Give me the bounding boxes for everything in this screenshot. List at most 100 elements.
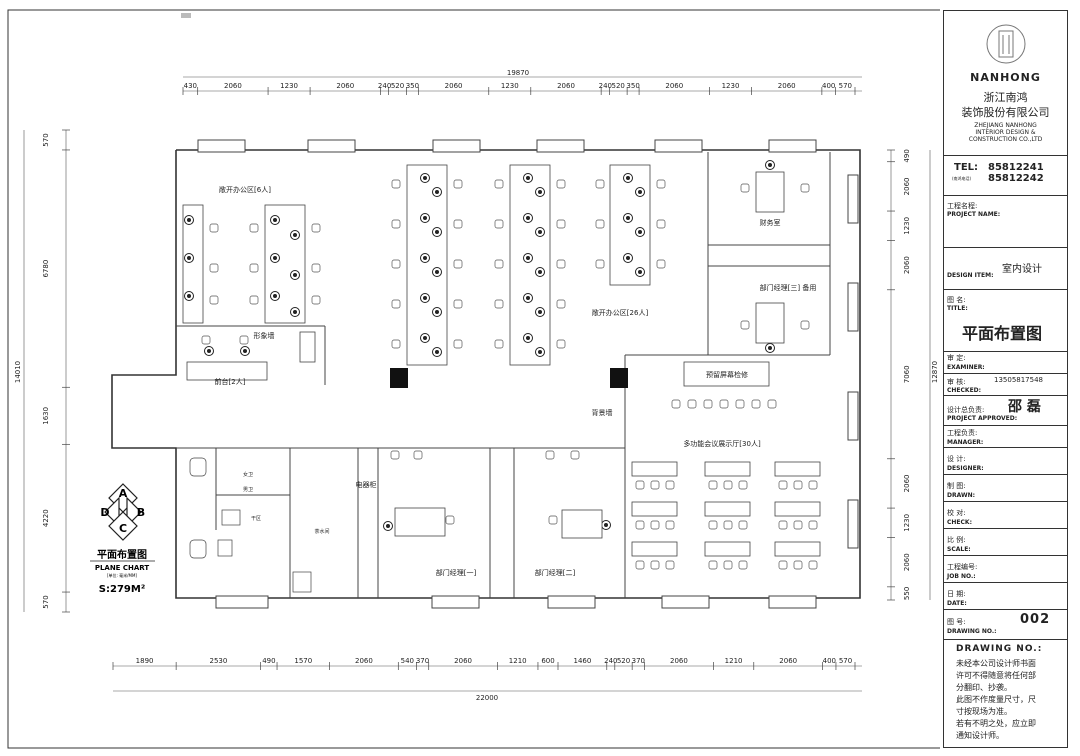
chair <box>650 480 660 490</box>
title-block-examiner: 审 定: EXAMINER: <box>944 352 1067 374</box>
workstation-pc <box>184 291 194 301</box>
chair <box>778 480 788 490</box>
workstation-pc <box>765 343 775 353</box>
chair <box>656 179 666 189</box>
monitors-layer <box>184 160 775 531</box>
dim-label: 370 <box>632 657 645 665</box>
dim-label: 2060 <box>557 82 575 90</box>
chair <box>751 399 761 409</box>
dim-label: 520 <box>617 657 630 665</box>
workstation-pc <box>270 253 280 263</box>
company-cn-1: 浙江南鸿 <box>983 91 1028 104</box>
room-label-tea-room: 茶水间 <box>314 528 329 535</box>
room-label-front-desk: 前台[2人] <box>215 377 246 386</box>
workstation-pc <box>420 333 430 343</box>
workstation-pc <box>383 521 393 531</box>
chair <box>723 520 733 530</box>
left-total-dim: 14010 <box>14 361 22 383</box>
dim-label: 1230 <box>903 514 911 532</box>
workstation-pc <box>240 346 250 356</box>
chair <box>671 399 681 409</box>
chair <box>453 179 463 189</box>
room-label-toilet-m: 男卫 <box>243 487 253 493</box>
room-label-projection: 预留屏幕检修 <box>706 370 748 379</box>
workstation-pc <box>270 215 280 225</box>
approved-label: 设计总负责: <box>947 406 985 414</box>
project-name-label-en: PROJECT NAME: <box>947 211 1001 218</box>
dim-label: 570 <box>42 133 50 146</box>
chair <box>249 295 259 305</box>
conference-tables <box>631 361 821 557</box>
room-label-elec-cabinet: 电器柜 <box>356 480 377 489</box>
chair <box>656 259 666 269</box>
title-label: 图 名: <box>947 296 966 304</box>
chair <box>391 179 401 189</box>
manager-label: 工程负责: <box>947 429 978 437</box>
title-label-en: TITLE: <box>947 305 968 312</box>
workstation-pc <box>601 520 611 530</box>
dim-label: 570 <box>839 82 852 90</box>
approved-label-en: PROJECT APPROVED: <box>947 415 1018 422</box>
dim-label: 2060 <box>454 657 472 665</box>
dim-label: 350 <box>626 82 639 90</box>
chair <box>740 320 750 330</box>
legend-letter-b: B <box>137 506 145 519</box>
chair <box>708 480 718 490</box>
room-label-backdrop-wall: 背景墙 <box>592 408 613 417</box>
chair <box>453 219 463 229</box>
room-label-manager-3: 部门经理[三] 备用 <box>760 283 817 292</box>
checked-label-en: CHECKED: <box>947 387 982 394</box>
workstation-pc <box>535 227 545 237</box>
dim-label: 1630 <box>42 407 50 425</box>
room-label-toilet-f: 女卫 <box>243 471 253 478</box>
chair <box>808 520 818 530</box>
title-block-job: 工程编号: JOB NO.: <box>944 556 1067 583</box>
chair <box>719 399 729 409</box>
room-label-manager-1: 部门经理[一] <box>436 568 477 577</box>
workstation-pc <box>523 333 533 343</box>
chair <box>778 560 788 570</box>
date-label-en: DATE: <box>947 600 967 607</box>
chair <box>740 183 750 193</box>
structural-column <box>390 368 408 388</box>
dim-label: 2060 <box>779 657 797 665</box>
check-label: 校 对: <box>947 509 966 517</box>
dim-label: 240 <box>599 82 612 90</box>
workstation-pc <box>420 213 430 223</box>
chair <box>390 450 400 460</box>
chair <box>793 480 803 490</box>
tel-note: (南鸿电话) <box>952 176 972 181</box>
workstation-pc <box>635 187 645 197</box>
plan-legend: A D B C 平面布置图 PLANE CHART [单位: 毫米/MM] S:… <box>90 483 155 595</box>
chair <box>687 399 697 409</box>
project-name-label: 工程名程: <box>947 202 978 210</box>
drawing-no-value: 002 <box>1020 612 1051 627</box>
note-line: 此图不作度量尺寸，尺 <box>956 695 1036 704</box>
company-en-3: CONSTRUCTION CO.,LTD <box>968 136 1043 143</box>
dim-label: 1230 <box>280 82 298 90</box>
workstation-pc <box>523 213 533 223</box>
chair <box>209 223 219 233</box>
bottom-total-dim: 22000 <box>476 694 498 702</box>
tel-label: TEL: <box>954 162 979 173</box>
chair <box>239 335 249 345</box>
workstation-pc <box>204 346 214 356</box>
chair <box>494 179 504 189</box>
interior-walls <box>176 152 831 598</box>
chair <box>793 560 803 570</box>
notes-list: 未经本公司设计师书面 许可不得随意将任何部 分翻印、抄袭。 此图不作度量尺寸，尺… <box>956 658 1066 742</box>
right-total-dim: 12870 <box>931 361 939 383</box>
dimension-lines <box>23 76 931 692</box>
dim-label: 600 <box>541 657 554 665</box>
chair <box>570 450 580 460</box>
chair <box>738 480 748 490</box>
note-line: 寸按现场为准。 <box>956 707 1012 716</box>
chair <box>723 560 733 570</box>
workstation-pc <box>290 230 300 240</box>
workstation-pc <box>290 307 300 317</box>
workstation-pc <box>623 173 633 183</box>
note-line: 通知设计师。 <box>956 731 1004 740</box>
chair <box>209 295 219 305</box>
